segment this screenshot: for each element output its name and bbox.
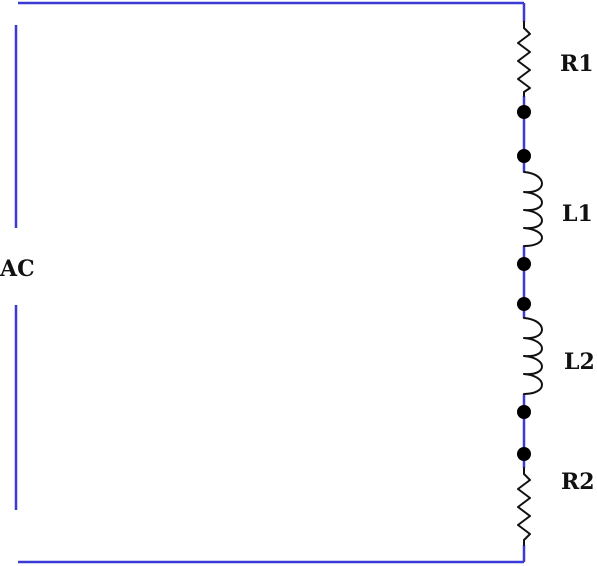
node-dot (517, 405, 531, 419)
inductor-l2 (523, 317, 543, 395)
inductor-l1 (523, 171, 543, 247)
l1-label: L1 (562, 201, 593, 227)
node-dot (517, 105, 531, 119)
node-dot (517, 257, 531, 271)
ac-source-label: AC (0, 256, 35, 282)
node-dot (517, 297, 531, 311)
node-dot (517, 149, 531, 163)
resistor-r1 (517, 21, 531, 97)
r2-label: R2 (561, 469, 595, 495)
resistor-r2 (517, 467, 531, 546)
node-dot (517, 447, 531, 461)
r1-label: R1 (560, 51, 594, 77)
l2-label: L2 (564, 349, 595, 375)
